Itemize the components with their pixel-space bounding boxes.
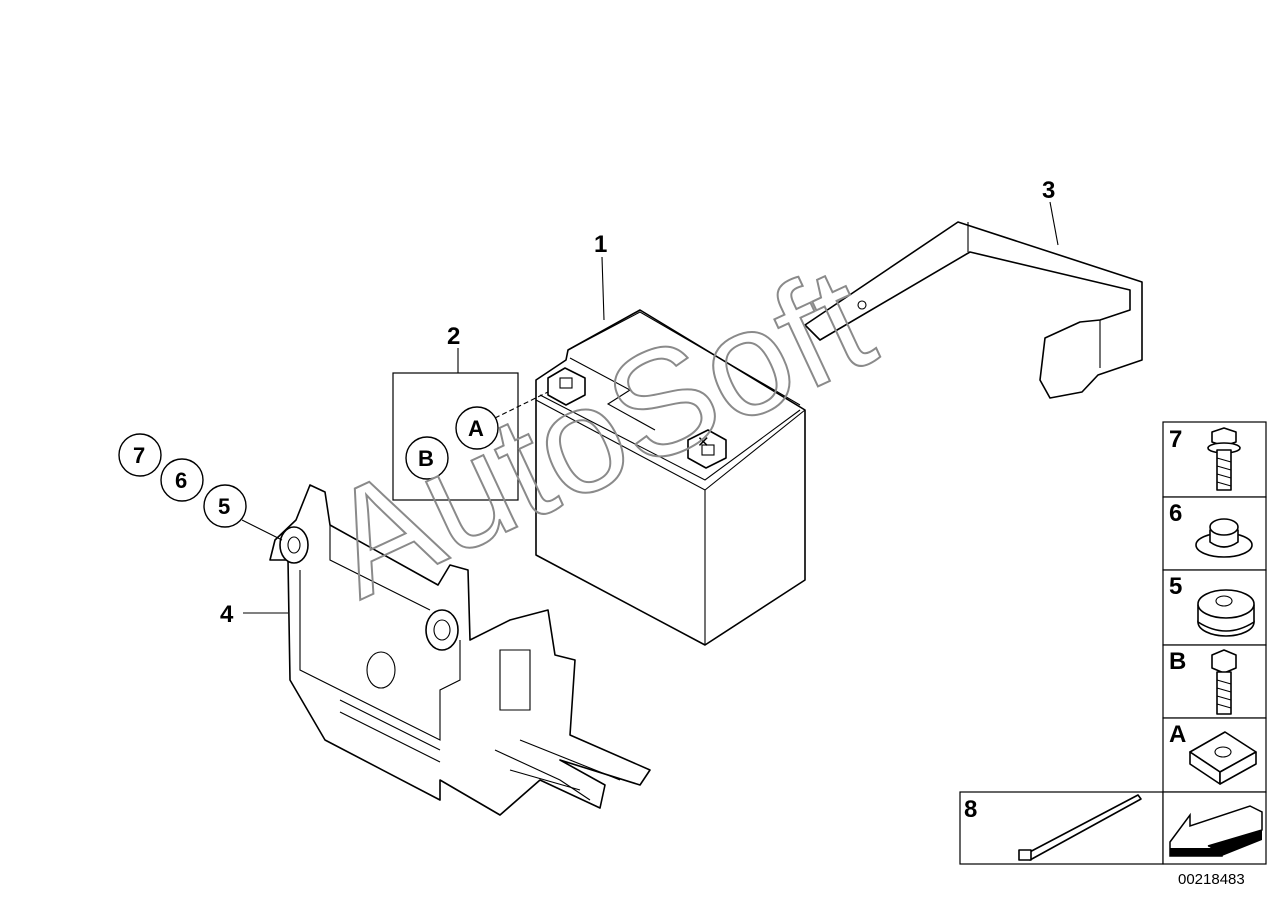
callout-2: 2: [447, 323, 460, 350]
callout-4: 4: [220, 601, 234, 628]
legend-label-a: A: [1169, 721, 1186, 748]
svg-text:7: 7: [133, 443, 145, 468]
circled-callout-7: 7: [118, 433, 162, 477]
legend-panel: 7 6 5 B A: [959, 421, 1267, 865]
strap-part: [804, 221, 1143, 399]
square-nut-icon: [1189, 731, 1257, 785]
callout-1: 1: [594, 231, 607, 258]
legend-label-7: 7: [1169, 426, 1182, 453]
svg-text:6: 6: [175, 468, 187, 493]
legend-label-5: 5: [1169, 573, 1182, 600]
rubber-grommet-icon: [1197, 589, 1255, 637]
leader-lines: [241, 201, 1059, 614]
arrow-icon: [1169, 805, 1263, 857]
legend-label-b: B: [1169, 648, 1186, 675]
circled-callout-6: 6: [160, 458, 204, 502]
circled-callout-b: B: [405, 436, 449, 480]
legend-label-6: 6: [1169, 500, 1182, 527]
collar-nut-icon: [1195, 518, 1253, 558]
hex-flange-bolt-icon: [1207, 427, 1241, 491]
svg-text:5: 5: [218, 494, 230, 519]
battery-part: ✕: [535, 309, 806, 646]
circled-callout-5: 5: [203, 484, 247, 528]
legend-label-8: 8: [964, 796, 977, 823]
circled-callout-a: A: [455, 406, 499, 450]
battery-tray-part: [269, 484, 651, 816]
callout-3: 3: [1042, 177, 1055, 204]
svg-text:A: A: [468, 416, 484, 441]
detail-box-2: [392, 372, 519, 501]
svg-text:✕: ✕: [697, 434, 710, 451]
diagram-reference-number: 00218483: [1178, 871, 1245, 888]
svg-text:B: B: [418, 446, 434, 471]
cable-tie-icon: [1018, 794, 1142, 861]
hex-bolt-icon: [1211, 649, 1237, 715]
